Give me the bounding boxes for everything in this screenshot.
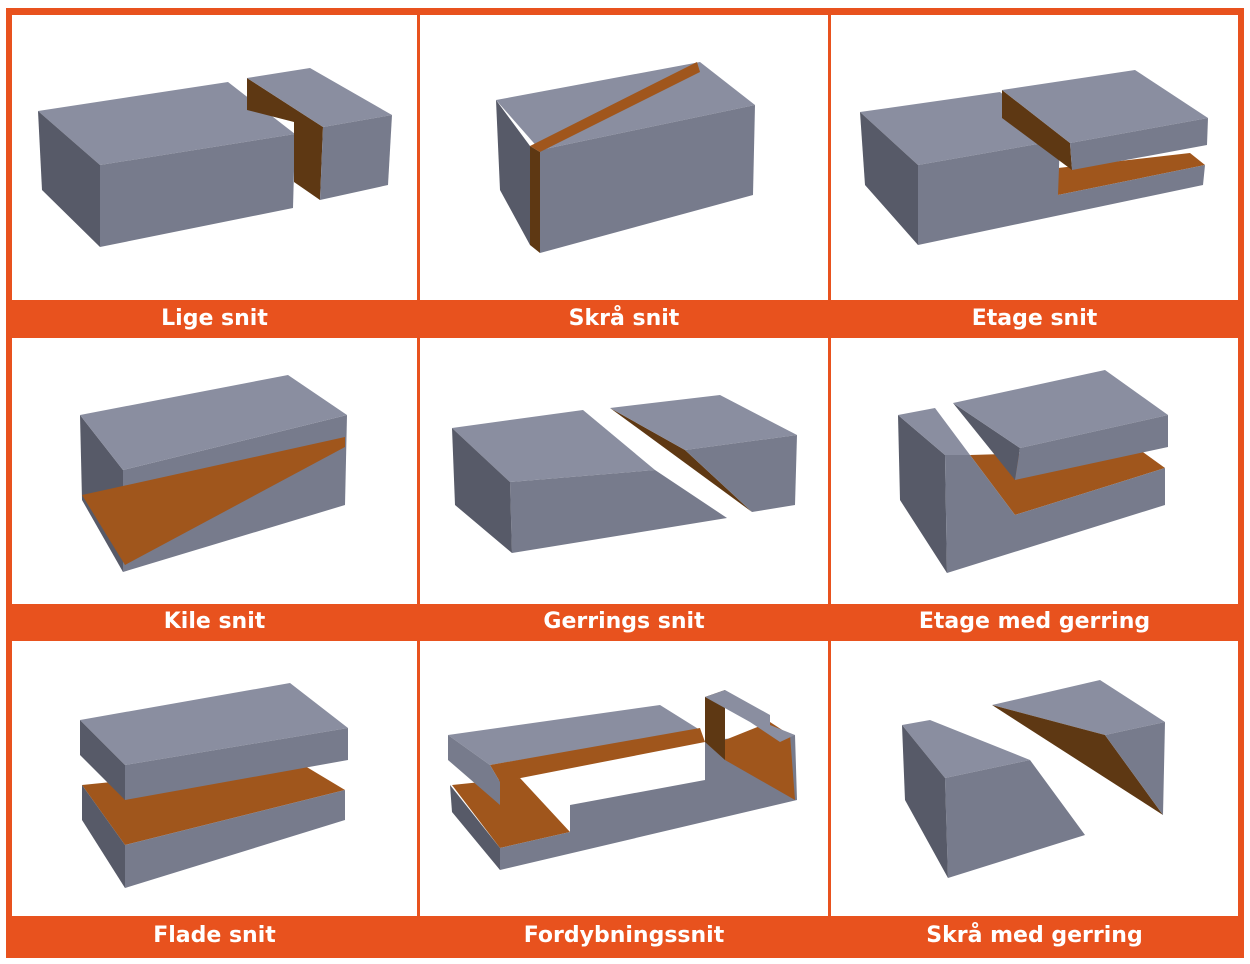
label-gerrings-snit: Gerrings snit: [543, 609, 705, 634]
label-fordybningssnit: Fordybningssnit: [523, 923, 725, 948]
label-skraa-med-gerring: Skrå med gerring: [926, 923, 1143, 948]
etage-snit-illustration: [860, 70, 1208, 245]
flade-snit-illustration: [80, 683, 348, 888]
label-etage-snit: Etage snit: [971, 306, 1098, 331]
label-flade-snit: Flade snit: [153, 923, 276, 948]
label-etage-med-gerring: Etage med gerring: [918, 609, 1151, 634]
etage-med-gerring-illustration: [898, 370, 1168, 573]
gerrings-snit-illustration: [452, 395, 797, 553]
skraa-med-gerring-illustration: [902, 680, 1165, 878]
label-skraa-snit: Skrå snit: [568, 306, 680, 331]
label-kile-snit: Kile snit: [163, 609, 266, 634]
fordybningssnit-illustration: [448, 690, 797, 870]
kile-snit-illustration: [80, 375, 347, 572]
lige-snit-illustration: [38, 68, 392, 247]
label-lige-snit: Lige snit: [161, 306, 268, 331]
skraa-snit-illustration: [496, 62, 755, 253]
